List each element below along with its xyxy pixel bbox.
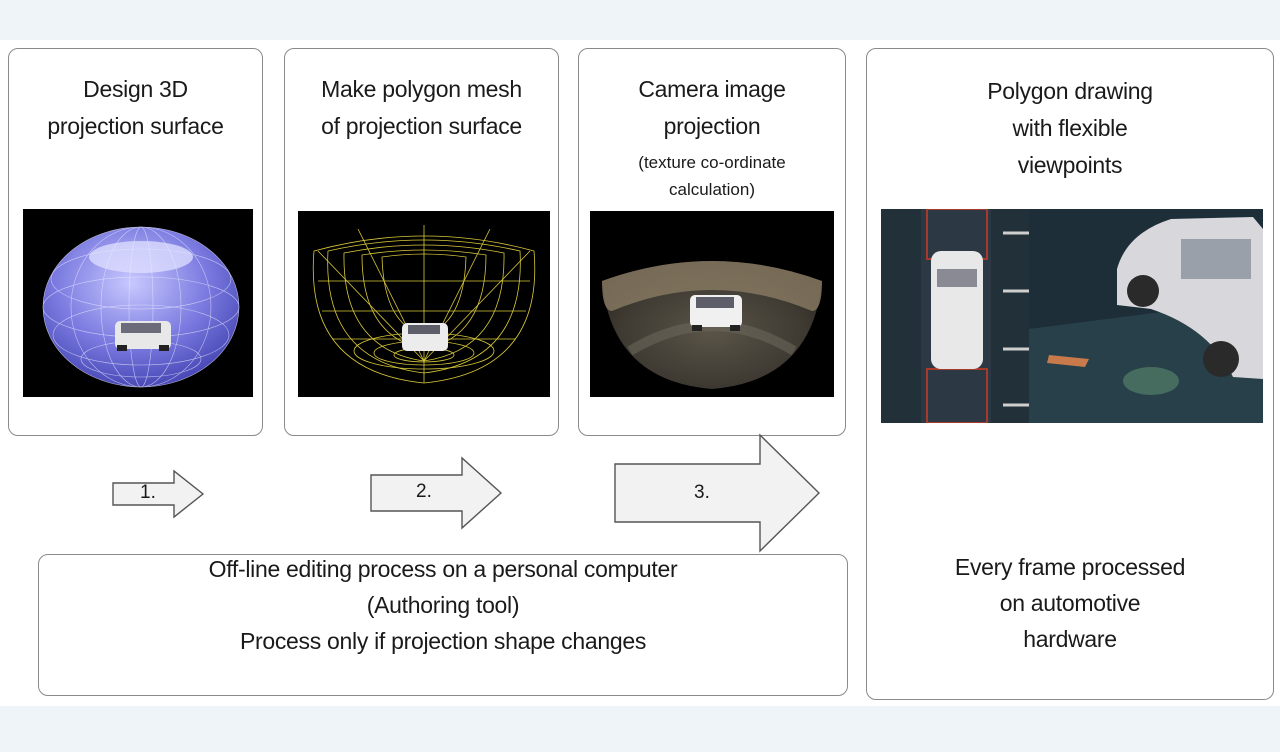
step-title: Polygon drawing with flexible viewpoints (867, 73, 1273, 184)
step-arrow-3: 3. (614, 433, 820, 553)
step-arrow-label: 1. (140, 482, 156, 503)
step-arrow-2: 2. (370, 456, 503, 530)
step-arrow-label: 3. (694, 482, 710, 503)
projection-dome-image (23, 209, 253, 397)
step-panel-polygon-mesh: Make polygon mesh of projection surface (284, 48, 559, 436)
step-title: Design 3D projection surface (9, 71, 262, 145)
step-title: Camera image projection (579, 71, 845, 145)
offline-line: (Authoring tool) (366, 592, 520, 618)
step-panel-viewpoint-drawing: Polygon drawing with flexible viewpoints (866, 48, 1274, 700)
title-line: Make polygon mesh (321, 76, 522, 102)
step-panel-design-surface: Design 3D projection surface (8, 48, 263, 436)
title-line: Design 3D (83, 76, 188, 102)
step-arrow-label: 2. (416, 481, 432, 502)
title-line: of projection surface (321, 113, 522, 139)
step-arrow-1: 1. (112, 469, 205, 519)
camera-projection-image (590, 211, 834, 397)
title-line: projection (663, 113, 761, 139)
offline-editing-box: Off-line editing process on a personal c… (38, 554, 848, 696)
offline-line: Process only if projection shape changes (239, 628, 647, 654)
step-title: Make polygon mesh of projection surface (285, 71, 558, 145)
body-line: on automotive (999, 590, 1141, 616)
body-line: Every frame processed (954, 554, 1186, 580)
step-subtitle: (texture co-ordinate calculation) (579, 149, 845, 203)
polygon-mesh-image (298, 211, 550, 397)
title-line: projection surface (47, 113, 224, 139)
body-line: hardware (1023, 626, 1117, 652)
realtime-processing-note: Every frame processed on automotive hard… (867, 549, 1273, 657)
step-panel-camera-projection: Camera image projection (texture co-ordi… (578, 48, 846, 436)
title-line: Polygon drawing (987, 78, 1153, 104)
subtitle-line: (texture co-ordinate (638, 153, 786, 172)
offline-line: Off-line editing process on a personal c… (208, 556, 678, 582)
title-line: viewpoints (1017, 152, 1123, 178)
offline-editing-text: Off-line editing process on a personal c… (39, 551, 847, 659)
subtitle-line: calculation) (669, 180, 755, 199)
title-line: with flexible (1012, 115, 1128, 141)
title-line: Camera image (638, 76, 786, 102)
rendered-viewpoint-image (881, 209, 1263, 423)
